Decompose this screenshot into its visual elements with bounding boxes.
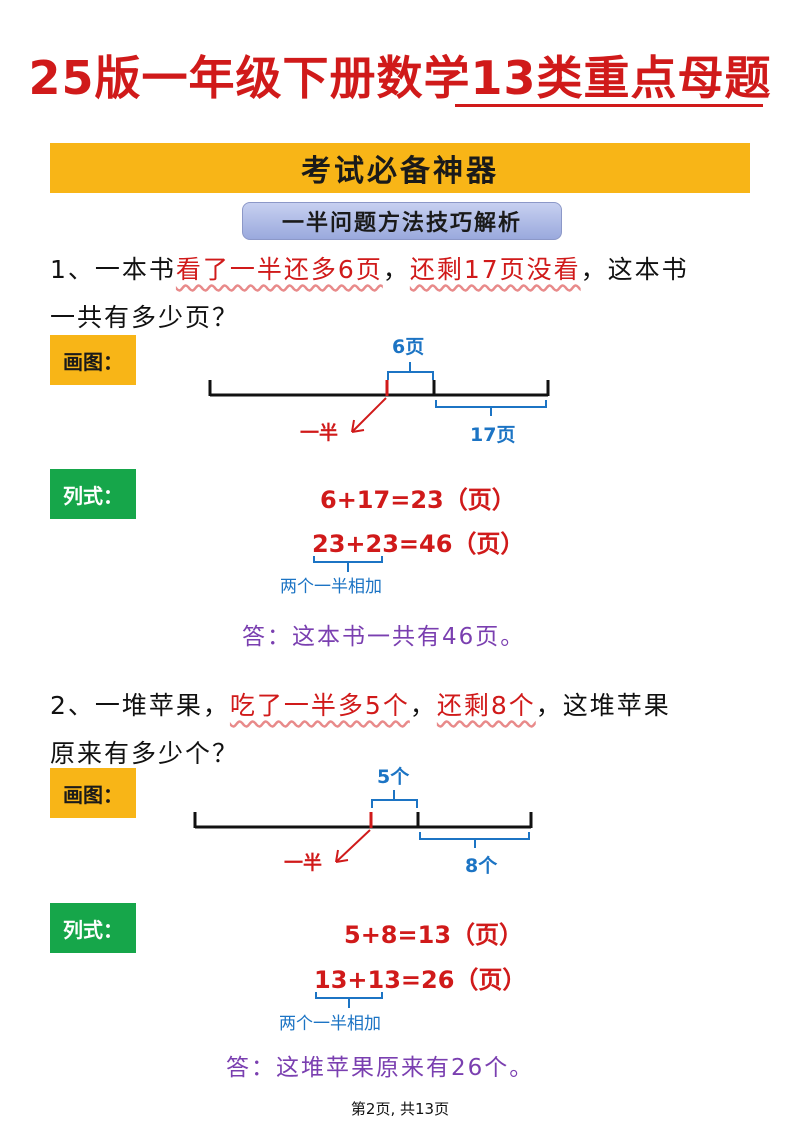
banner: 考试必备神器 bbox=[50, 143, 750, 193]
d1-arrow-head bbox=[351, 419, 365, 433]
q1-line2: 一共有多少页？ bbox=[50, 303, 240, 332]
d1-half-arrow bbox=[351, 397, 387, 433]
d1-top-label: 6页 bbox=[392, 336, 425, 358]
q2-formula-2: 13+13=26（页） bbox=[314, 960, 526, 995]
q1-condition-1: 看了一半还多6页 bbox=[175, 255, 383, 284]
q2-formula-1: 5+8=13（页） bbox=[344, 921, 524, 949]
d2-bottom-brace bbox=[419, 832, 530, 848]
d1-top-brace bbox=[387, 362, 434, 380]
q2-suffix: ，这堆苹果 bbox=[535, 691, 671, 720]
q1-formula-1: 6+17=23（页） bbox=[320, 486, 516, 514]
d1-bottom-brace bbox=[435, 400, 547, 416]
q2-sep: ， bbox=[409, 691, 437, 720]
d2-bottom-label: 8个 bbox=[465, 855, 498, 877]
draw-tag-2: 画图： bbox=[50, 768, 136, 818]
q2-prefix: 2、一堆苹果， bbox=[50, 691, 230, 720]
q1-answer: 答：这本书一共有46页。 bbox=[242, 624, 526, 650]
d1-bottom-label: 17页 bbox=[470, 424, 516, 446]
q2-formula-2-result: =26（页） bbox=[400, 966, 527, 994]
q1-note: 两个一半相加 bbox=[280, 577, 382, 597]
q1-prefix: 1、一本书 bbox=[50, 255, 176, 284]
q2-formula-2-sum: 13+13 bbox=[314, 966, 401, 994]
q2-note: 两个一半相加 bbox=[279, 1014, 381, 1034]
d2-top-brace bbox=[371, 790, 418, 808]
section-title: 一半问题方法技巧解析 bbox=[242, 202, 562, 240]
d2-top-label: 5个 bbox=[377, 766, 410, 788]
page-footer: 第2页, 共13页 bbox=[350, 1100, 450, 1118]
title-underline bbox=[455, 104, 763, 107]
d2-half-arrow bbox=[335, 829, 371, 863]
d2-arrow-head bbox=[335, 849, 349, 863]
formula-tag-1: 列式： bbox=[50, 469, 136, 519]
draw-tag-1: 画图： bbox=[50, 335, 136, 385]
d2-half-label: 一半 bbox=[284, 852, 323, 874]
formula-tag-2: 列式： bbox=[50, 903, 136, 953]
problem-2-question: 2、一堆苹果，吃了一半多5个，还剩8个，这堆苹果 原来有多少个？ bbox=[50, 682, 760, 778]
q2-answer: 答：这堆苹果原来有26个。 bbox=[226, 1055, 535, 1081]
page-title: 25版一年级下册数学13类重点母题 bbox=[28, 51, 772, 105]
q2-condition-1: 吃了一半多5个 bbox=[229, 691, 410, 720]
q1-formula-2-sum: 23+23 bbox=[312, 530, 399, 558]
q1-condition-2: 还剩17页没看 bbox=[409, 255, 581, 284]
q1-sep: ， bbox=[382, 255, 410, 284]
d1-half-label: 一半 bbox=[300, 422, 339, 444]
q1-suffix: ，这本书 bbox=[580, 255, 689, 284]
q1-formula-2-result: =46（页） bbox=[398, 530, 525, 558]
q1-formula-2: 23+23=46（页） bbox=[312, 524, 524, 559]
q2-condition-2: 还剩8个 bbox=[436, 691, 536, 720]
q2-line2: 原来有多少个？ bbox=[50, 739, 240, 768]
problem-1-question: 1、一本书看了一半还多6页，还剩17页没看，这本书 一共有多少页？ bbox=[50, 246, 760, 342]
